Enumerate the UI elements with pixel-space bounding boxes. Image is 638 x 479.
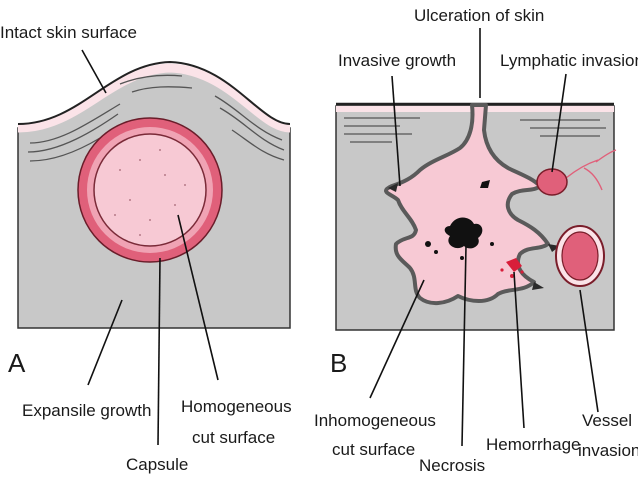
leader-hemorrhage [513,271,525,429]
invaded-blood-vessel [555,225,605,287]
label-homogeneous-line1: Homogeneous [181,397,292,416]
panel-b: Ulceration of skin Invasive growth Lymph… [314,6,638,475]
panel-a-tumor [93,133,207,247]
leader-invasive [391,75,401,187]
leader-lymphatic [551,73,567,173]
leader-homogeneous [177,214,219,381]
panel-b-invasive-tumor [384,103,550,305]
leader-necrosis [461,245,467,447]
label-expansile-growth: Expansile growth [22,401,151,420]
panel-a-strata [27,74,285,162]
label-vessel-line2: invasion [578,441,638,460]
panel-letter-a: A [8,348,26,378]
panel-b-strata [344,117,606,143]
panel-a-skin-outline [17,60,291,125]
panel-letter-b: B [330,348,347,378]
leader-expansile [87,299,123,386]
leader-capsule [157,257,161,446]
label-inhomogeneous-line2: cut surface [332,440,415,459]
leader-inhomogeneous [369,279,425,399]
label-inhomogeneous-line1: Inhomogeneous [314,411,436,430]
label-vessel-line1: Vessel [582,411,632,430]
label-necrosis: Necrosis [419,456,485,475]
label-capsule: Capsule [126,455,188,474]
necrosis-area [425,180,494,260]
hemorrhage-area [500,258,524,278]
label-invasive-growth: Invasive growth [338,51,456,70]
panel-a: Intact skin surface A Expansile growth C… [0,23,292,474]
panel-a-speckles [114,149,186,236]
label-lymphatic-invasion: Lymphatic invasion [500,51,638,70]
panel-a-skin-surface [17,63,291,133]
leader-intact-skin [81,49,107,94]
label-hemorrhage: Hemorrhage [486,435,581,454]
label-intact-skin-surface: Intact skin surface [0,23,137,42]
label-homogeneous-line2: cut surface [192,428,275,447]
label-ulceration-of-skin: Ulceration of skin [414,6,544,25]
leader-vessel-invasion [579,289,599,413]
